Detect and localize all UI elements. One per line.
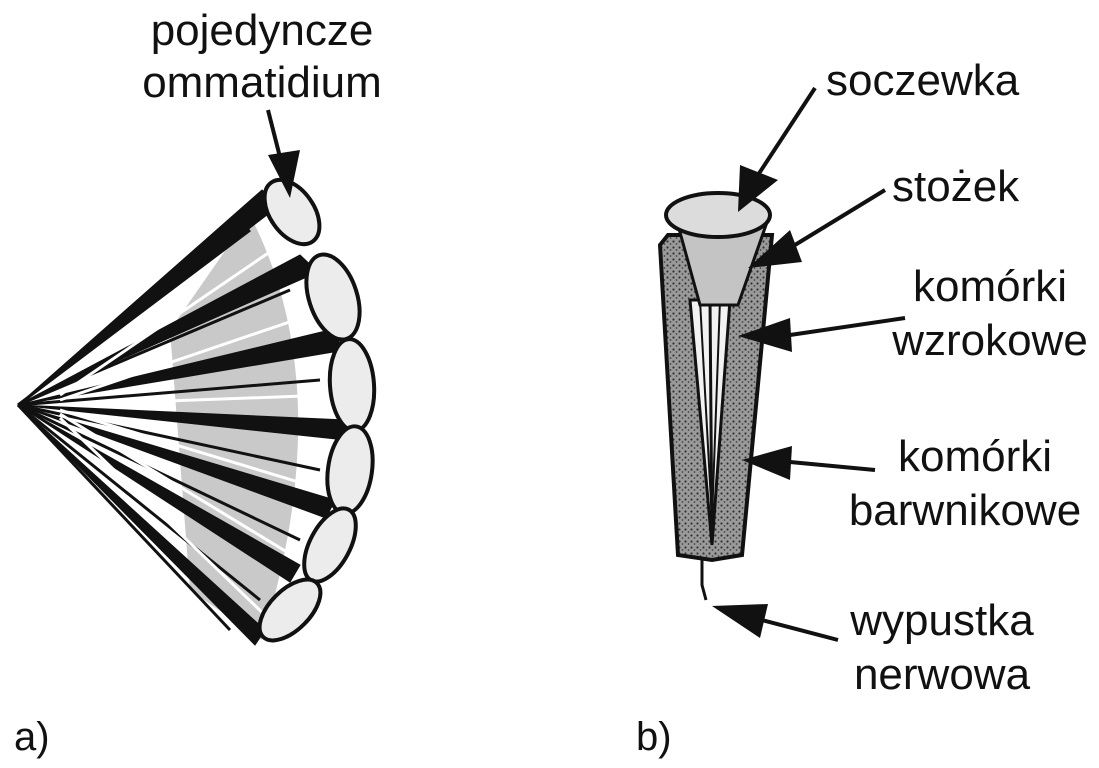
photoreceptors-label-line2: wzrokowe xyxy=(890,316,1090,366)
nerve-fiber xyxy=(702,560,706,600)
panel-b-caption: b) xyxy=(636,712,672,762)
single-ommatidium-diagram xyxy=(660,193,772,600)
nerve-fiber-label-line2: nerwowa xyxy=(832,650,1052,700)
lens xyxy=(666,193,770,237)
nerve-fiber-label-line1: wypustka xyxy=(832,596,1052,646)
panel-a-caption: a) xyxy=(14,712,50,762)
cone-label: stożek xyxy=(892,162,1019,212)
ommatidium-label-line2: ommatidium xyxy=(132,58,392,108)
lens-label: soczewka xyxy=(826,56,1019,106)
pigment-cells-label-line1: komórki xyxy=(860,432,1090,482)
pigment-cells-label-line2: barwnikowe xyxy=(840,486,1090,536)
ommatidium-label-line1: pojedyncze xyxy=(132,6,392,56)
compound-eye-diagram xyxy=(18,170,378,651)
photoreceptors-label-line1: komórki xyxy=(890,262,1090,312)
